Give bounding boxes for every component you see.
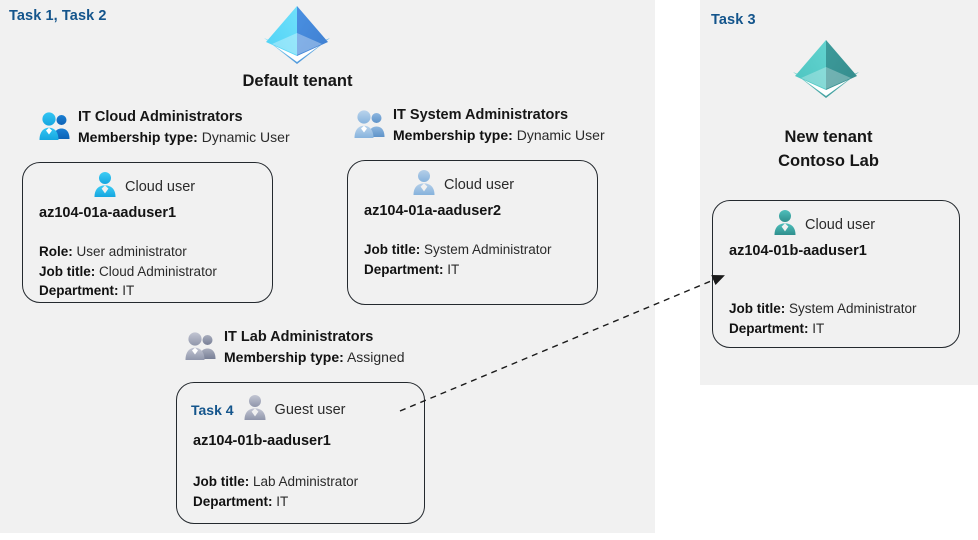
card-prop-value: IT bbox=[122, 283, 135, 298]
card-prop-row: Job title: Cloud Administrator bbox=[39, 262, 217, 282]
card-prop-label: Job title: bbox=[193, 474, 250, 489]
card-prop-row: Job title: System Administrator bbox=[729, 299, 917, 319]
group-users-icon bbox=[184, 331, 218, 366]
card-upn: az104-01b-aaduser1 bbox=[193, 433, 331, 449]
group-users-icon bbox=[353, 109, 387, 144]
user-card-aaduser2[interactable]: Cloud user az104-01a-aaduser2 Job title:… bbox=[347, 160, 598, 305]
tenant-pyramid-icon bbox=[787, 36, 865, 102]
task-label-left: Task 1, Task 2 bbox=[9, 8, 107, 24]
card-user-type: Cloud user bbox=[91, 170, 195, 203]
card-user-type: Cloud user bbox=[410, 168, 514, 201]
card-prop-value: System Administrator bbox=[424, 242, 552, 257]
default-tenant-name: Default tenant bbox=[242, 72, 353, 90]
card-prop-value: Lab Administrator bbox=[253, 474, 359, 489]
card-properties: Role: User administrator Job title: Clou… bbox=[39, 242, 217, 301]
card-prop-row: Job title: Lab Administrator bbox=[193, 472, 358, 492]
card-prop-row: Department: IT bbox=[39, 281, 217, 301]
card-prop-value: System Administrator bbox=[789, 301, 917, 316]
card-prop-row: Role: User administrator bbox=[39, 242, 217, 262]
card-prop-label: Department: bbox=[729, 320, 809, 336]
card-user-type: Task 4 Guest user bbox=[191, 393, 345, 426]
card-prop-value: IT bbox=[276, 493, 289, 509]
user-card-new-tenant-aaduser1[interactable]: Cloud user az104-01b-aaduser1 Job title:… bbox=[712, 200, 960, 348]
card-prop-value: IT bbox=[812, 320, 825, 336]
card-prop-label: Department: bbox=[39, 283, 119, 298]
group-membership-value: Dynamic User bbox=[201, 129, 290, 145]
card-upn: az104-01b-aaduser1 bbox=[729, 243, 867, 259]
group-membership-label: Membership type: bbox=[393, 127, 513, 143]
card-properties: Job title: System Administrator Departme… bbox=[364, 240, 552, 279]
tenant-pyramid-icon bbox=[258, 2, 336, 68]
card-properties: Job title: Lab Administrator Department:… bbox=[193, 472, 358, 511]
card-prop-row: Department: IT bbox=[364, 260, 552, 280]
guest-user-icon bbox=[241, 393, 269, 426]
group-membership: Membership type: Dynamic User bbox=[78, 127, 290, 147]
card-prop-row: Job title: System Administrator bbox=[364, 240, 552, 260]
card-upn: az104-01a-aaduser1 bbox=[39, 205, 177, 221]
group-membership-value: Assigned bbox=[346, 349, 405, 365]
card-prop-row: Department: IT bbox=[193, 492, 358, 512]
card-user-type-label: Guest user bbox=[274, 401, 346, 418]
card-prop-label: Job title: bbox=[364, 242, 421, 257]
card-prop-value: IT bbox=[447, 261, 460, 277]
card-prop-label: Department: bbox=[193, 493, 273, 509]
card-user-type: Cloud user bbox=[771, 208, 875, 241]
group-title: IT Lab Administrators bbox=[224, 329, 374, 345]
card-prop-label: Job title: bbox=[39, 263, 96, 279]
group-title: IT System Administrators bbox=[393, 107, 569, 123]
card-prop-value: User administrator bbox=[76, 244, 187, 259]
cloud-user-icon bbox=[771, 208, 799, 241]
card-prop-value: Cloud Administrator bbox=[99, 263, 217, 279]
group-membership-label: Membership type: bbox=[224, 349, 344, 365]
group-title: IT Cloud Administrators bbox=[78, 109, 243, 125]
card-user-type-label: Cloud user bbox=[444, 176, 515, 193]
group-membership: Membership type: Assigned bbox=[224, 347, 405, 367]
card-prop-label: Department: bbox=[364, 261, 444, 277]
cloud-user-icon bbox=[410, 168, 438, 201]
new-tenant-name-line1: New tenant bbox=[784, 128, 873, 146]
card-task-label: Task 4 bbox=[191, 401, 234, 418]
card-prop-label: Role: bbox=[39, 244, 73, 259]
cloud-user-icon bbox=[91, 170, 119, 203]
card-user-type-label: Cloud user bbox=[805, 216, 876, 233]
group-membership-value: Dynamic User bbox=[516, 127, 605, 143]
task-label-right: Task 3 bbox=[711, 12, 756, 28]
group-membership-label: Membership type: bbox=[78, 129, 198, 145]
card-user-type-label: Cloud user bbox=[125, 178, 196, 195]
card-upn: az104-01a-aaduser2 bbox=[364, 203, 502, 219]
user-card-guest-aaduser1[interactable]: Task 4 Guest user az104-01b-aaduser1 Job… bbox=[176, 382, 425, 524]
group-membership: Membership type: Dynamic User bbox=[393, 125, 605, 145]
card-properties: Job title: System Administrator Departme… bbox=[729, 299, 917, 338]
card-prop-row: Department: IT bbox=[729, 319, 917, 339]
user-card-aaduser1[interactable]: Cloud user az104-01a-aaduser1 Role: User… bbox=[22, 162, 273, 303]
new-tenant-name-line2: Contoso Lab bbox=[778, 152, 879, 170]
group-users-icon bbox=[38, 111, 72, 146]
card-prop-label: Job title: bbox=[729, 301, 786, 316]
